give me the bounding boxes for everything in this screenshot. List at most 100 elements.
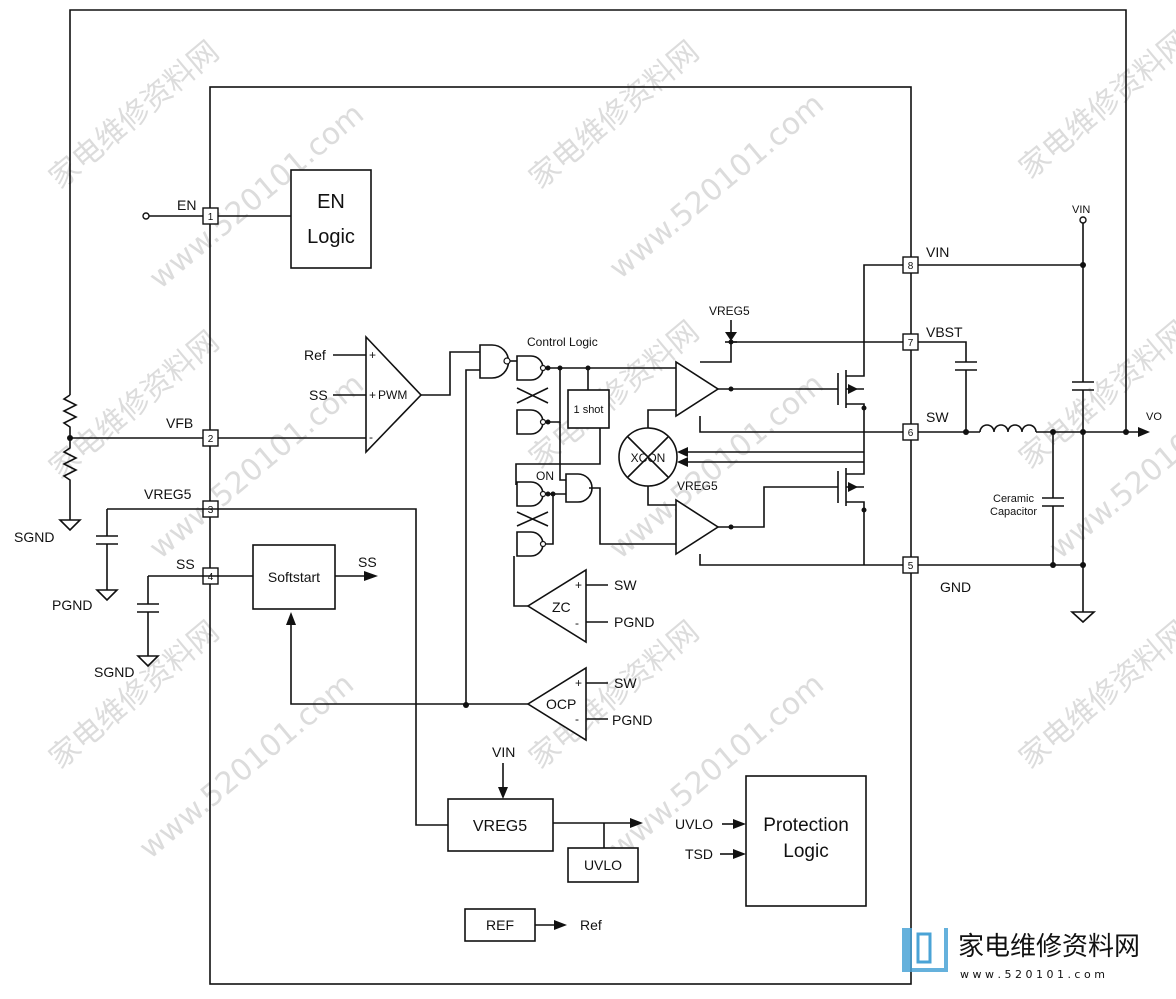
vo-junction-2 xyxy=(1080,429,1086,435)
ls-mosfet-junction xyxy=(861,507,867,513)
vo-label: VO xyxy=(1146,411,1162,423)
ocp-feedback-wire xyxy=(465,369,480,705)
vin-terminal xyxy=(1079,216,1087,224)
sgnd-cap-wire xyxy=(137,576,159,656)
pin-2 xyxy=(202,429,219,447)
pin-4-number: 4 xyxy=(208,572,214,583)
low-driver-gnd-wire xyxy=(699,554,911,566)
softstart-out-arrow xyxy=(364,571,378,581)
vo-arrow xyxy=(1138,427,1150,437)
zc-minus: - xyxy=(575,616,579,630)
latch-bottom xyxy=(516,481,566,557)
gnd-symbol-right xyxy=(1069,611,1097,624)
one-shot-label: 1 shot xyxy=(574,404,604,416)
pwm-out-wire xyxy=(421,351,480,396)
zc-pgnd-label: PGND xyxy=(614,614,654,630)
vo-feedback-wire xyxy=(69,9,1127,432)
high-side-driver xyxy=(675,360,720,418)
high-driver-sw-wire xyxy=(699,416,911,433)
and-gate-bubble xyxy=(503,357,511,365)
zc-label: ZC xyxy=(552,599,571,615)
vreg5-block xyxy=(447,798,554,852)
ocp-minus: - xyxy=(575,712,579,726)
softstart-label: Softstart xyxy=(268,569,320,585)
latch-bottom-junction-2 xyxy=(550,491,556,497)
protection-label-2: Logic xyxy=(783,841,828,862)
bst-cap-wire xyxy=(918,341,977,432)
watermark-logo-icon xyxy=(902,928,948,972)
one-shot-block xyxy=(567,389,610,429)
pwm-plus-2: + xyxy=(369,388,376,402)
vreg5-driver-label: VREG5 xyxy=(677,479,718,493)
pwm-plus-1: + xyxy=(369,348,376,362)
pin-1-label: EN xyxy=(177,197,196,213)
watermark-text: www.520101.com xyxy=(143,367,371,566)
vin-internal-wire xyxy=(863,264,911,342)
ocp-sw-label: SW xyxy=(614,675,637,691)
zc-sw-label: SW xyxy=(614,577,637,593)
pin-8-label: VIN xyxy=(926,244,949,260)
vreg5-label: VREG5 xyxy=(473,818,527,835)
sw-junction xyxy=(963,429,969,435)
pwm-minus: - xyxy=(369,430,373,444)
protection-label-1: Protection xyxy=(763,815,849,836)
tsd-in-arrow xyxy=(733,849,746,859)
latch-top-junction-1 xyxy=(545,365,551,371)
ref-input-label: Ref xyxy=(304,347,326,363)
latch-top-junction-3 xyxy=(545,419,551,425)
protection-logic-block xyxy=(745,775,867,907)
and-lower-out-wire xyxy=(589,487,676,545)
bootstrap-junction xyxy=(728,339,734,345)
pwm-label: PWM xyxy=(378,388,407,402)
ss-out-label: SS xyxy=(358,554,377,570)
en-logic-label-1: EN xyxy=(317,191,345,213)
latch-bottom-junction-1 xyxy=(545,491,551,497)
watermark-text: 家电维修资料网 xyxy=(523,34,706,196)
xcon-arrow-1 xyxy=(677,447,688,457)
ceramic-label-2: Capacitor xyxy=(990,506,1037,518)
sgnd-symbol-left xyxy=(58,519,82,532)
zc-comparator xyxy=(526,568,587,644)
pin-3-label: VREG5 xyxy=(144,486,192,502)
en-logic-block xyxy=(290,169,372,269)
ocp-pgnd-label: PGND xyxy=(612,712,652,728)
vreg5-out-arrow xyxy=(630,818,643,828)
ocp-label: OCP xyxy=(546,696,576,712)
pin-1 xyxy=(202,207,219,225)
ocp-out-wire xyxy=(290,625,528,705)
bootstrap-diode xyxy=(725,332,737,341)
bootstrap-wire xyxy=(700,341,911,363)
sgnd-bottom-symbol xyxy=(136,655,160,668)
vreg5-pin-wire xyxy=(107,508,448,826)
zc-out-wire xyxy=(513,556,528,607)
pin-6-label: SW xyxy=(926,409,949,425)
pin-7-number: 7 xyxy=(908,338,914,349)
pin-2-label: VFB xyxy=(166,415,193,431)
output-cap xyxy=(1042,432,1064,565)
hs-mosfet-junction xyxy=(861,405,867,411)
control-logic-label: Control Logic xyxy=(527,335,598,349)
pgnd-symbol xyxy=(95,589,119,602)
softstart-arrow-up xyxy=(286,612,296,625)
on-label: ON xyxy=(536,469,554,483)
ss-input-label: SS xyxy=(309,387,328,403)
pin-5-label: GND xyxy=(940,579,971,595)
low-driver-out-wire xyxy=(718,486,838,528)
watermark-text: 家电维修资料网 xyxy=(1013,24,1176,186)
inductor xyxy=(979,424,1037,433)
ref-block-label: REF xyxy=(486,917,514,933)
pin-6-number: 6 xyxy=(908,428,914,439)
uvlo-in-arrow xyxy=(733,819,746,829)
ref-block xyxy=(464,908,536,942)
watermark-text: 家电维修资料网 xyxy=(1013,614,1176,776)
uvlo-in-label: UVLO xyxy=(675,816,713,832)
pin-5-number: 5 xyxy=(908,561,914,572)
low-driver-junction xyxy=(728,524,734,530)
vin-input-label: VIN xyxy=(492,744,515,760)
watermark-logo-cn: 家电维修资料网 xyxy=(958,932,1140,962)
pin-4-label: SS xyxy=(176,556,195,572)
ref-out-label: Ref xyxy=(580,917,602,933)
vo-junction-3 xyxy=(1123,429,1129,435)
ic-outline xyxy=(209,86,912,985)
